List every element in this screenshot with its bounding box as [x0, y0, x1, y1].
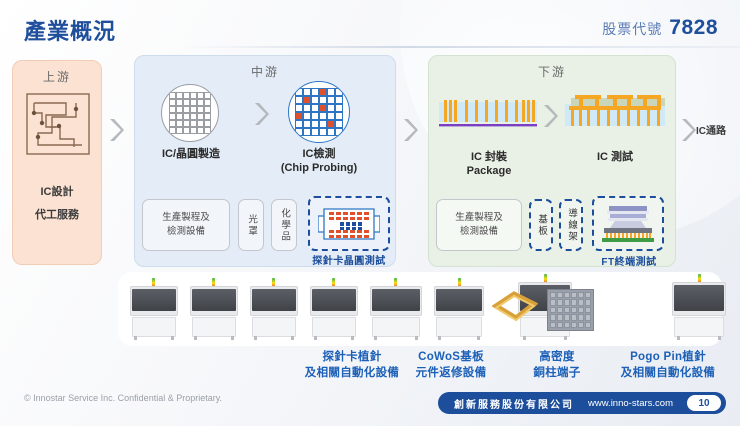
product-photo-strip: [118, 272, 726, 346]
midstream-node-2-line1: IC檢測: [302, 148, 336, 160]
footer-website-url: www.inno-stars.com: [588, 397, 673, 409]
page-title: 產業概況: [24, 19, 117, 44]
package-cross-section-icon: [439, 100, 537, 127]
footer-company-name: 創新服務股份有限公司: [454, 399, 574, 411]
copper-pillar-array: [547, 289, 594, 331]
probe-machine-1: [128, 278, 180, 340]
caption-copper-pillar-line1: 高密度: [539, 351, 575, 363]
wafer-grid-icon: [161, 84, 219, 142]
stock-code-group: 股票代號 7828: [602, 16, 718, 40]
caption-copper-pillar: 高密度 銅柱端子: [512, 350, 602, 381]
midstream-sub-equipment: 生產製程及 檢測設備: [142, 199, 230, 251]
downstream-ft-test-caption: FT終端測試: [601, 257, 657, 268]
downstream-ft-test-box: [592, 196, 664, 251]
stock-code-value: 7828: [669, 16, 718, 39]
footer-bar: 創新服務股份有限公司 www.inno-stars.com 10: [438, 392, 726, 414]
midstream-panel: 中游 IC/晶圓製造: [134, 55, 396, 267]
caption-cowos-line2: 元件返修設備: [415, 366, 487, 379]
midstream-probe-card-caption: 探針卡晶圓測試: [312, 256, 386, 267]
probe-machine-5: [368, 278, 424, 340]
downstream-sub-leadframe: 導線架: [559, 199, 583, 251]
chevron-right-icon: [542, 103, 558, 129]
industry-flow-diagram: 上游 IC設計 代工服務 中游: [0, 55, 740, 270]
substrate-frame: [492, 291, 538, 322]
downstream-sub-substrate: 基板: [529, 199, 553, 251]
probe-card-icon: [318, 207, 380, 240]
midstream-sub-photomask: 光罩: [238, 199, 264, 251]
probe-machine-3: [248, 278, 300, 340]
ft-final-test-icon: [602, 205, 654, 242]
midstream-sub-equipment-line1: 生產製程及: [162, 211, 210, 223]
upstream-label-line1: IC設計: [40, 186, 74, 198]
caption-cowos: CoWoS基板 元件返修設備: [396, 350, 506, 381]
caption-probe-card-line1: 探針卡植針: [322, 351, 382, 363]
page-number-badge: 10: [687, 395, 721, 411]
caption-probe-card-line2: 及相關自動化設備: [304, 366, 400, 379]
downstream-sub-equipment-line1: 生產製程及: [455, 211, 503, 223]
downstream-panel-title: 下游: [537, 65, 566, 79]
downstream-node-1-line1: IC 封裝: [470, 151, 508, 163]
chevron-right-icon: [108, 117, 124, 143]
caption-pogo-pin: Pogo Pin植針 及相關自動化設備: [600, 350, 736, 381]
test-cross-section-icon: [565, 95, 665, 126]
upstream-panel: 上游 IC設計 代工服務: [12, 60, 102, 265]
midstream-probe-card-box: [308, 196, 390, 251]
probe-machine-6: [432, 278, 486, 340]
chevron-right-icon: [680, 117, 696, 143]
pogo-pin-machine: [670, 274, 728, 340]
probe-machine-4: [308, 278, 360, 340]
chevron-right-icon: [253, 101, 269, 127]
probe-machine-2: [188, 278, 240, 340]
circuit-maze-icon: [26, 93, 90, 155]
downstream-sub-equipment-line2: 檢測設備: [459, 226, 498, 237]
copyright-note: © Innostar Service Inc. Confidential & P…: [24, 393, 223, 403]
caption-pogo-pin-line2: 及相關自動化設備: [620, 366, 716, 379]
midstream-node-1-label: IC/晶圓製造: [161, 148, 221, 160]
downstream-sub-equipment: 生產製程及 檢測設備: [436, 199, 522, 251]
caption-pogo-pin-line1: Pogo Pin植針: [630, 351, 706, 363]
midstream-sub-chemicals: 化學品: [271, 199, 297, 251]
upstream-panel-title: 上游: [42, 70, 71, 84]
downstream-node-1-label: IC 封裝 Package: [441, 151, 537, 179]
downstream-panel: 下游 IC 封裝 Package: [428, 55, 676, 268]
midstream-node-2-line2: (Chip Probing): [280, 161, 358, 174]
caption-probe-card: 探針卡植針 及相關自動化設備: [272, 350, 432, 381]
exit-channel-label: IC通路: [696, 126, 726, 137]
downstream-node-2-label: IC 測試: [596, 151, 634, 163]
chevron-right-icon: [402, 117, 418, 143]
background-divider-line: [180, 46, 740, 48]
wafer-probe-icon: [288, 81, 350, 143]
midstream-panel-title: 中游: [250, 65, 279, 79]
caption-copper-pillar-line2: 銅柱端子: [533, 366, 581, 379]
caption-cowos-line1: CoWoS基板: [418, 351, 484, 363]
downstream-node-1-line2: Package: [466, 164, 512, 177]
upstream-label-line2: 代工服務: [35, 209, 79, 221]
midstream-sub-equipment-line2: 檢測設備: [166, 226, 205, 237]
stock-code-label: 股票代號: [602, 21, 663, 37]
midstream-node-2-label: IC檢測 (Chip Probing): [271, 148, 367, 176]
